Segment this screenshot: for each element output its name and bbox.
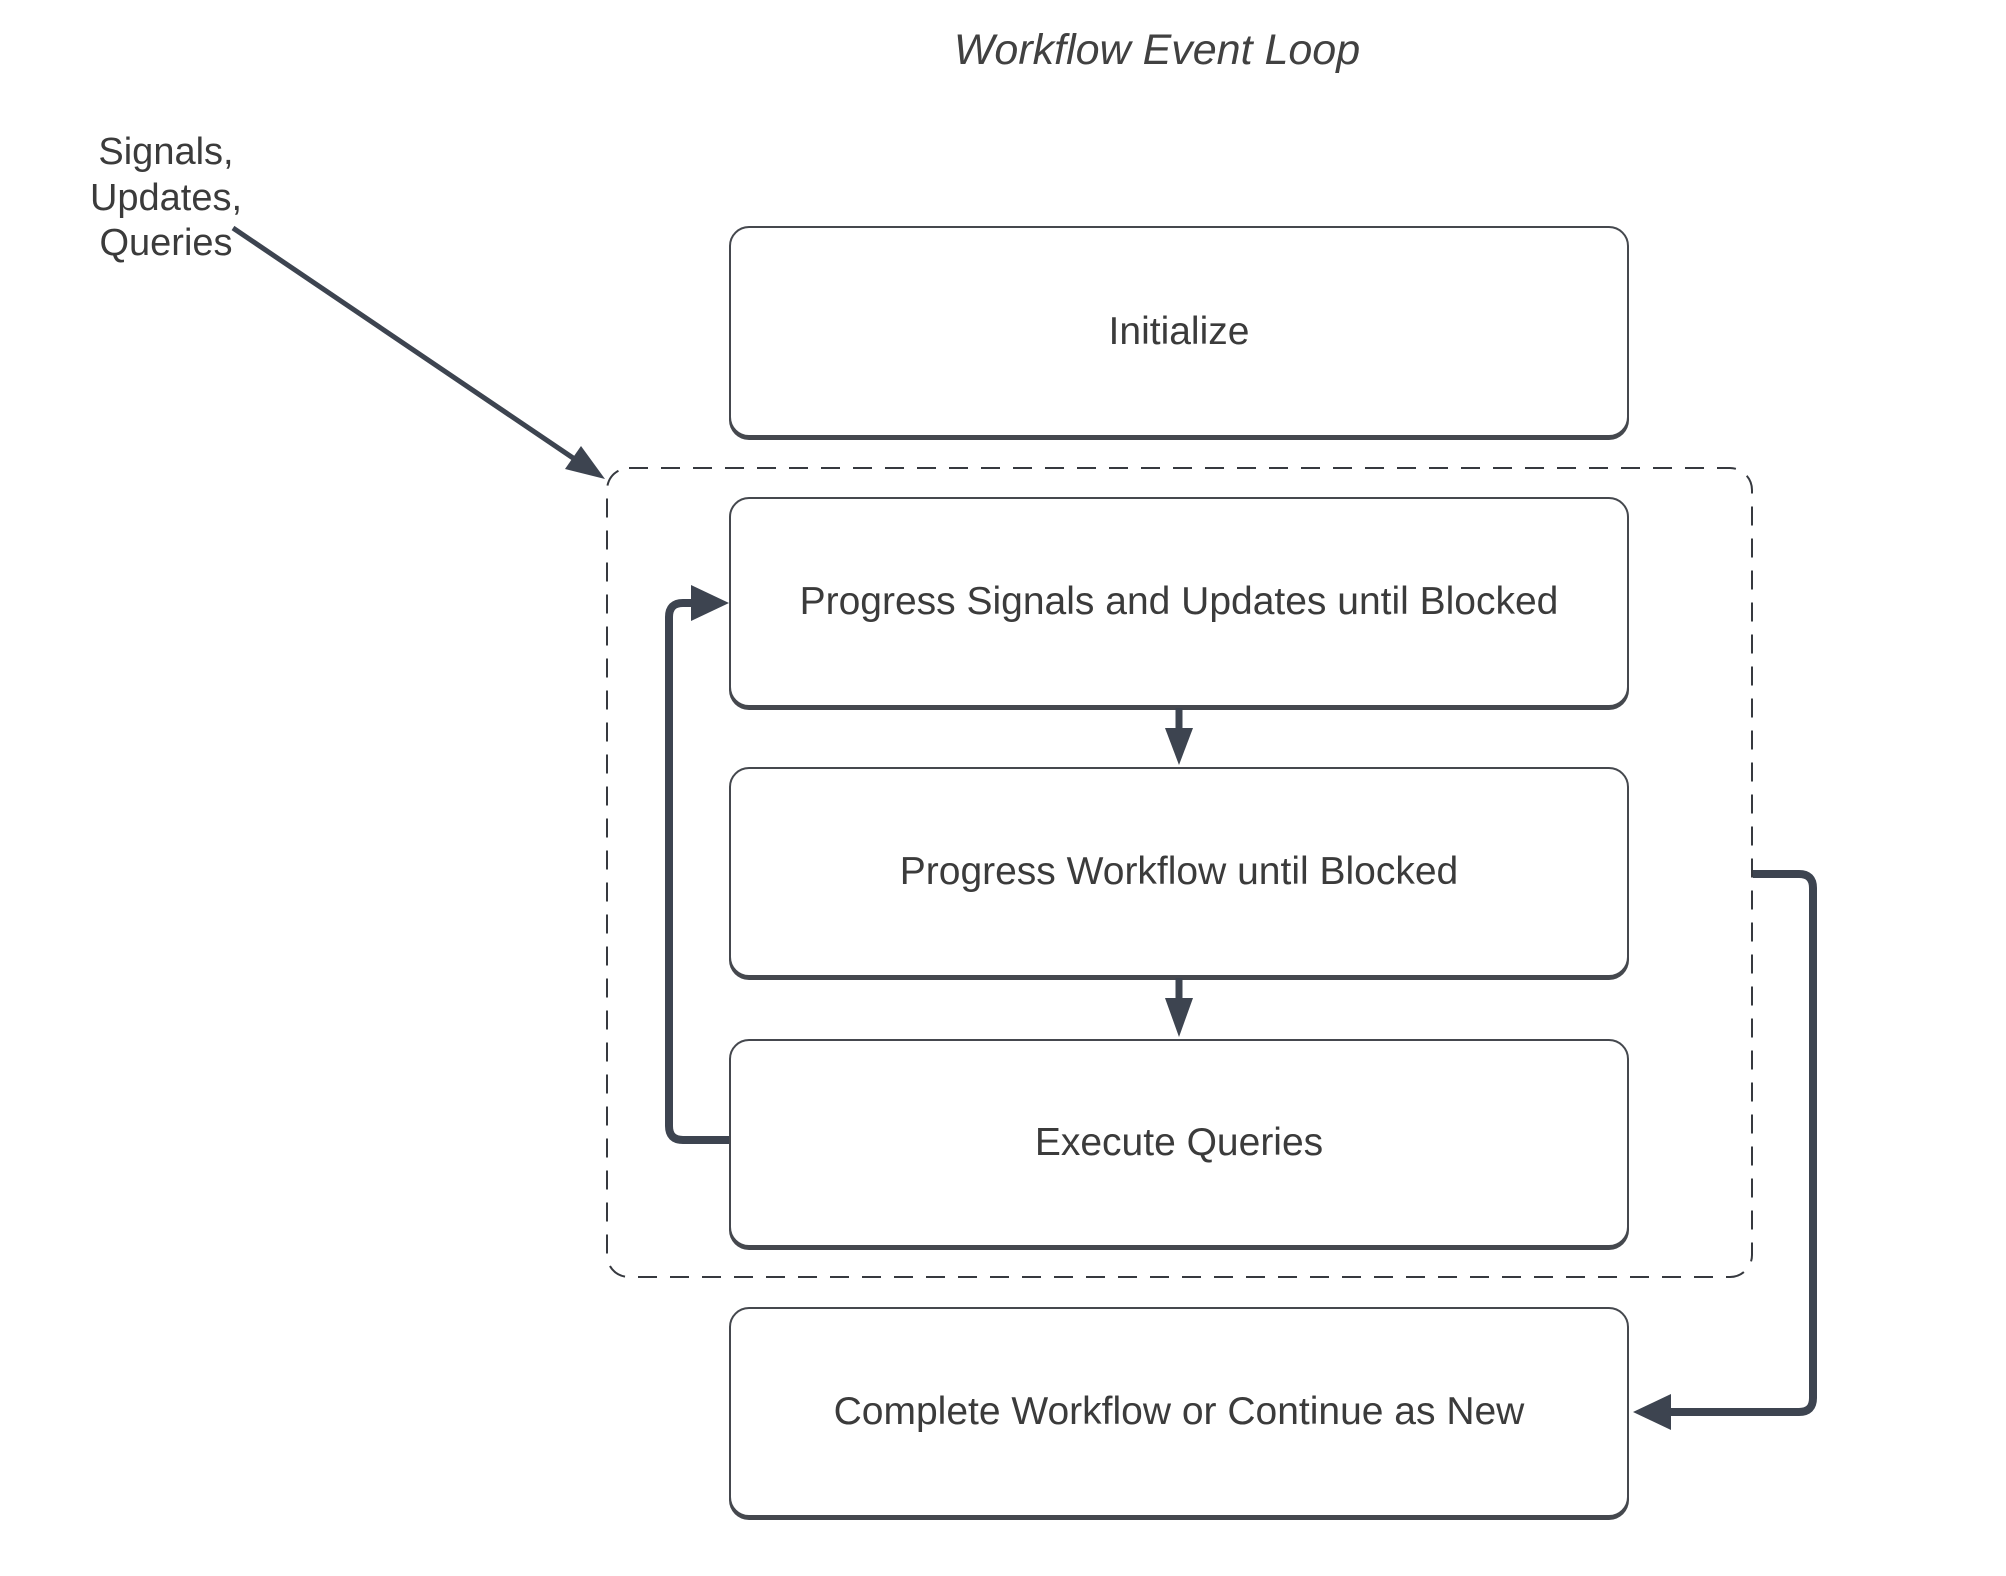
- node-execute-queries: Execute Queries: [729, 1039, 1629, 1247]
- queries-loop-connector: [665, 585, 729, 1144]
- diagram-title: Workflow Event Loop: [953, 26, 1361, 74]
- node-initialize: Initialize: [729, 226, 1629, 437]
- node-progress-signals-label: Progress Signals and Updates until Block…: [799, 580, 1559, 623]
- external-input-label: Signals, Updates, Queries: [26, 130, 306, 267]
- arrow-signals-to-workflow-icon: [1165, 708, 1193, 765]
- node-complete-label: Complete Workflow or Continue as New: [833, 1390, 1525, 1433]
- arrow-workflow-to-queries-icon: [1165, 978, 1193, 1037]
- node-progress-workflow-label: Progress Workflow until Blocked: [899, 850, 1459, 893]
- continue-connector: [1633, 870, 1817, 1430]
- node-execute-queries-label: Execute Queries: [1034, 1121, 1324, 1164]
- external-input-label-line1: Signals, Updates,: [89, 131, 243, 219]
- node-progress-signals: Progress Signals and Updates until Block…: [729, 497, 1629, 707]
- node-complete: Complete Workflow or Continue as New: [729, 1307, 1629, 1517]
- external-input-label-line2: Queries: [99, 222, 233, 265]
- node-initialize-label: Initialize: [1108, 309, 1250, 353]
- node-progress-workflow: Progress Workflow until Blocked: [729, 767, 1629, 977]
